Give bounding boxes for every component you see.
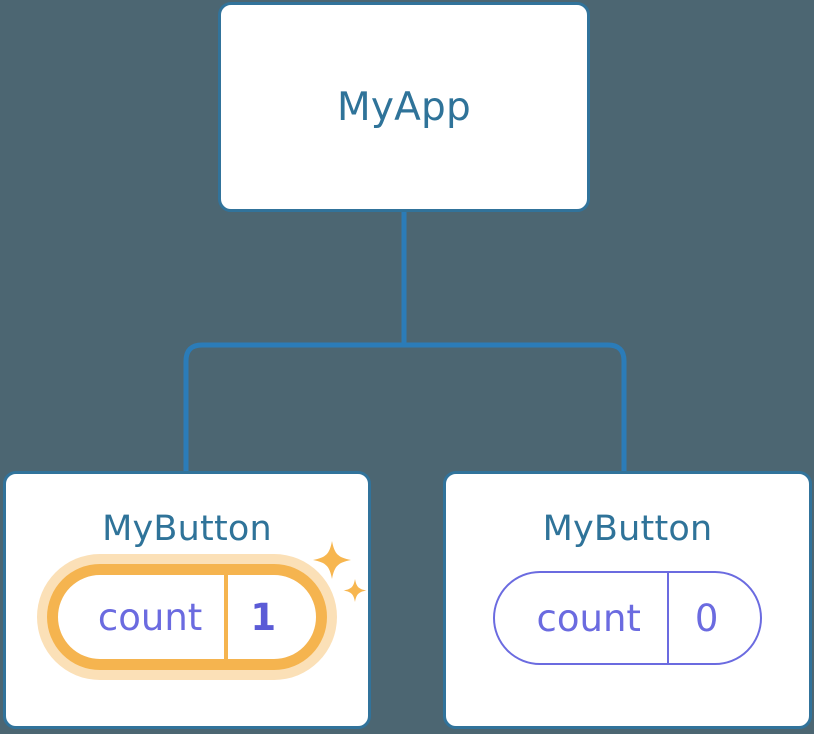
edge-to-child-right — [404, 342, 627, 474]
state-pill-left[interactable]: count 1 — [47, 565, 327, 669]
state-value-right: 0 — [694, 596, 719, 640]
sparkle-small-icon — [343, 579, 367, 602]
node-title-mybutton-right: MyButton — [542, 509, 713, 549]
node-title-mybutton-left: MyButton — [102, 509, 272, 549]
node-mybutton-right[interactable]: MyButton count 0 — [443, 471, 812, 729]
edge-to-child-left — [183, 342, 404, 474]
node-myapp[interactable]: MyApp — [218, 2, 590, 212]
state-pill-right[interactable]: count 0 — [492, 571, 763, 665]
node-title-myapp: MyApp — [337, 84, 471, 130]
state-pill-wrapper-left: count 1 — [36, 541, 367, 680]
state-key-left: count — [58, 575, 229, 659]
state-value-left: 1 — [250, 595, 277, 639]
state-key-right: count — [495, 573, 669, 663]
node-mybutton-left[interactable]: MyButton count 1 — [3, 471, 371, 729]
state-pill-wrapper-right: count 0 — [492, 571, 763, 665]
